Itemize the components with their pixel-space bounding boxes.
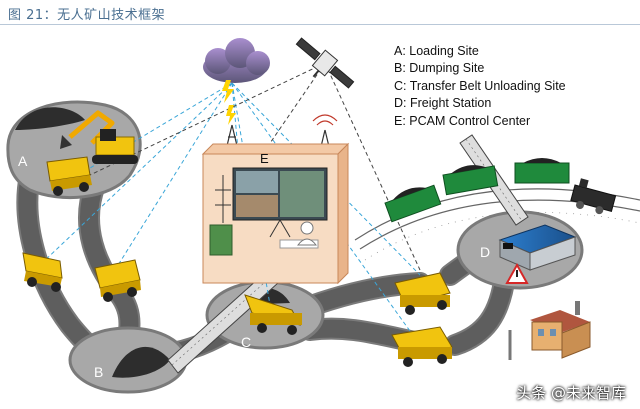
cloud-icon	[203, 38, 270, 103]
legend-item-transfer-belt-unloading-site: C: Transfer Belt Unloading Site	[394, 78, 566, 93]
warning-sign-icon	[505, 262, 529, 284]
dump-truck-icon	[94, 259, 141, 302]
legend: A: Loading Site B: Dumping Site C: Trans…	[394, 43, 566, 130]
freight-station-building	[498, 224, 577, 271]
dump-truck-icon	[46, 156, 92, 196]
dump-truck-icon	[394, 272, 451, 315]
legend-item-dumping-site: B: Dumping Site	[394, 61, 485, 76]
dump-truck-icon	[22, 252, 63, 292]
site-label-b: B	[94, 364, 103, 380]
dump-truck-icon	[391, 326, 453, 367]
legend-item-pcam-control-center: E: PCAM Control Center	[394, 113, 531, 128]
title-divider	[0, 24, 640, 25]
village-houses-icon	[508, 301, 591, 360]
site-label-c: C	[241, 334, 251, 350]
figure-title: 图 21：无人矿山技术框架	[8, 8, 166, 23]
legend-item-freight-station: D: Freight Station	[394, 96, 492, 111]
unmanned-mine-diagram: A B C D E	[6, 37, 640, 394]
freight-train-icon	[384, 158, 617, 223]
watermark: 头条 @未来智库	[516, 384, 626, 402]
site-label-d: D	[480, 244, 490, 260]
excavator-icon	[60, 110, 138, 164]
dump-truck-icon	[244, 294, 302, 335]
site-label-a: A	[18, 153, 28, 169]
control-center-e	[201, 142, 350, 285]
legend-item-loading-site: A: Loading Site	[394, 44, 479, 58]
satellite-icon	[295, 37, 355, 89]
site-label-e: E	[260, 151, 269, 166]
